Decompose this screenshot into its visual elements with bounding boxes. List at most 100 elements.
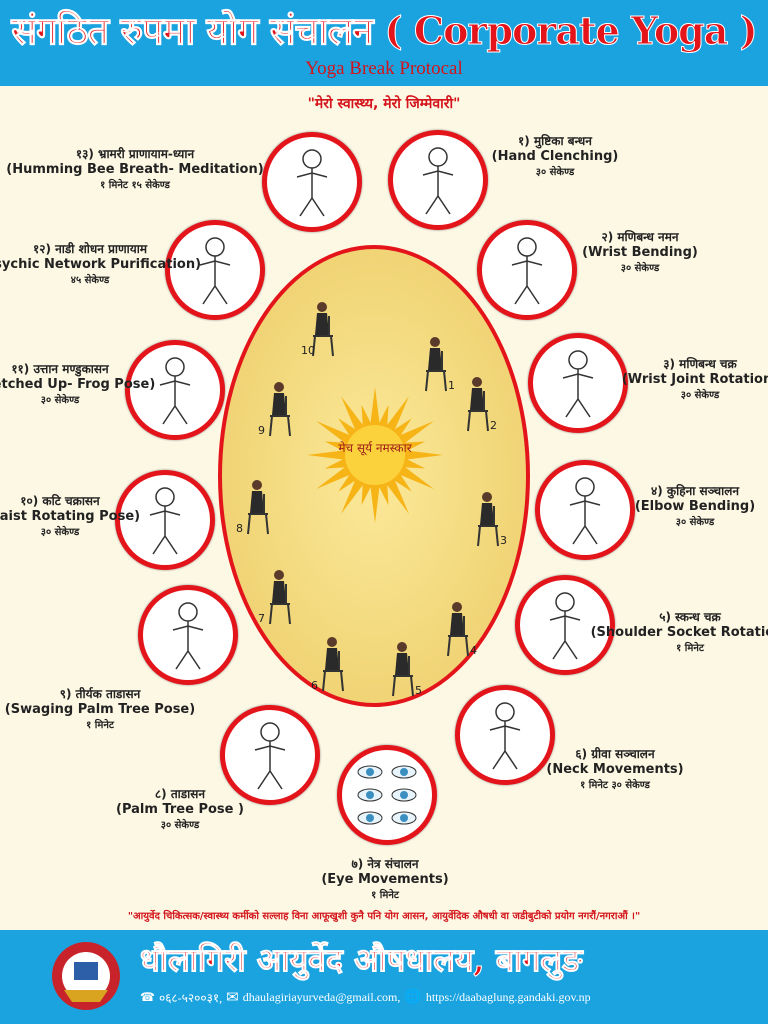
pose-name-english: (Swaging Palm Tree Pose) xyxy=(4,702,196,717)
neck-pose-icon xyxy=(455,685,555,785)
pose-name-english: (Humming Bee Breath- Meditation) xyxy=(6,162,264,177)
pose-label: ४) कुहिना सञ्चालन(Elbow Bending) ३० सेकेण… xyxy=(635,482,755,528)
chair-pose-figure xyxy=(460,375,494,433)
contact-info: ☎ ०६८-५२००३१, ✉ dhaulagiriayurveda@gmail… xyxy=(140,988,591,1007)
side-bend-pose-icon xyxy=(138,585,238,685)
pose-duration: १ मिनेट १५ सेकेण्ड xyxy=(100,180,170,191)
eye-pose-icon xyxy=(337,745,437,845)
disclaimer: "आयुर्वेद चिकित्सक/स्वास्थ्य कर्मीको सल्… xyxy=(127,911,641,922)
step-number: 10 xyxy=(301,344,315,357)
pose-name-english: (Stretched Up- Frog Pose) xyxy=(0,377,156,392)
header-banner: संगठित रुपमा योग संचालन ( Corporate Yoga… xyxy=(0,0,768,86)
step-number: 3 xyxy=(500,534,507,547)
pose-duration: ३० सेकेण्ड xyxy=(680,390,720,401)
chair-pose-figure xyxy=(240,478,274,536)
pose-name-english: (Wrist Bending) xyxy=(582,245,698,260)
pose-label: १०) कटि चक्रासन(Waist Rotating Pose) ३० स… xyxy=(0,492,140,538)
step-number: 6 xyxy=(311,679,318,692)
chair-pose-figure xyxy=(262,568,296,626)
step-number: 7 xyxy=(258,612,265,625)
pose-name-nepali: १३) भ्रामरी प्राणायाम-ध्यान xyxy=(75,147,195,161)
pose-label: ९) तीर्यक ताडासन(Swaging Palm Tree Pose)… xyxy=(5,685,195,731)
pose-name-nepali: ११) उत्तान मण्डुकासन xyxy=(11,362,109,376)
meditation-pose-icon xyxy=(262,132,362,232)
nepal-emblem-logo xyxy=(52,942,120,1010)
pose-duration: १ मिनेट xyxy=(676,643,704,654)
pose-name-english: (Waist Rotating Pose) xyxy=(0,509,141,524)
pose-label: ११) उत्तान मण्डुकासन(Stretched Up- Frog … xyxy=(0,360,155,406)
page-subtitle: Yoga Break Protocal xyxy=(305,58,463,79)
pose-name-nepali: ९) तीर्यक ताडासन xyxy=(59,687,141,701)
palm-tree-pose-icon xyxy=(220,705,320,805)
center-label: मेच सूर्य नमस्कार xyxy=(338,441,412,455)
pose-name-nepali: ४) कुहिना सञ्चालन xyxy=(650,484,740,498)
pose-name-nepali: १२) नाडी शोधन प्राणायाम xyxy=(32,242,148,256)
pose-name-nepali: ५) स्कन्ध चक्र xyxy=(659,610,721,624)
chair-pose-figure xyxy=(470,490,504,548)
pose-name-english: (Neck Movements) xyxy=(546,762,684,777)
pose-duration: ३० सेकेण्ड xyxy=(535,167,575,178)
page-title: संगठित रुपमा योग संचालन ( Corporate Yoga… xyxy=(11,8,758,54)
pose-name-nepali: ७) नेत्र संचालन xyxy=(351,857,419,871)
pose-duration: ४५ सेकेण्ड xyxy=(70,275,110,286)
fist-pose-icon xyxy=(388,130,488,230)
sun-icon xyxy=(307,387,443,523)
shoulder-pose-icon xyxy=(515,575,615,675)
pose-label: ६) ग्रीवा सञ्चालन(Neck Movements) १ मिनेट… xyxy=(546,745,683,791)
pose-name-nepali: १) मुष्टिका बन्धन xyxy=(518,134,592,148)
rotation-pose-icon xyxy=(528,333,628,433)
pose-name-english: (Hand Clenching) xyxy=(491,149,619,164)
step-number: 1 xyxy=(448,379,455,392)
pose-name-nepali: ३) मणिबन्ध चक्र xyxy=(663,357,737,371)
pose-name-nepali: १०) कटि चक्रासन xyxy=(20,494,100,508)
organization-name: धौलागिरी आयुर्वेद औषधालय, बागलुङ xyxy=(139,941,583,980)
pose-duration: ३० सेकेण्ड xyxy=(620,263,660,274)
step-number: 5 xyxy=(415,684,422,697)
slogan: "मेरो स्वास्थ्य, मेरो जिम्मेवारी" xyxy=(307,96,461,112)
step-number: 4 xyxy=(470,644,477,657)
pose-name-nepali: २) मणिबन्ध नमन xyxy=(601,230,679,244)
pose-duration: ३० सेकेण्ड xyxy=(675,517,715,528)
pose-label: १३) भ्रामरी प्राणायाम-ध्यान(Humming Bee … xyxy=(6,145,263,191)
pose-name-english: (Psychic Network Purification) xyxy=(0,257,202,272)
pose-name-nepali: ८) ताडासन xyxy=(154,787,206,801)
chair-pose-figure xyxy=(418,335,452,393)
email-link[interactable]: dhaulagiriayurveda@gmail.com, xyxy=(242,990,401,1004)
footer-banner xyxy=(0,930,768,1024)
pose-name-english: (Shoulder Socket Rotation) xyxy=(590,625,768,640)
pose-duration: १ मिनेट ३० सेकेण्ड xyxy=(580,780,650,791)
pose-label: ५) स्कन्ध चक्र(Shoulder Socket Rotation)… xyxy=(591,608,768,654)
pose-duration: १ मिनेट xyxy=(371,890,399,901)
chair-pose-figure xyxy=(315,635,349,693)
pose-label: ३) मणिबन्ध चक्र(Wrist Joint Rotation) ३० … xyxy=(622,355,768,401)
pose-duration: ३० सेकेण्ड xyxy=(40,395,80,406)
pose-label: १) मुष्टिका बन्धन(Hand Clenching) ३० सेके… xyxy=(492,132,619,178)
chair-pose-figure xyxy=(262,380,296,438)
pose-name-nepali: ६) ग्रीवा सञ्चालन xyxy=(575,747,655,761)
globe-icon: 🌐 xyxy=(404,990,422,1005)
chair-pose-figure xyxy=(440,600,474,658)
nadi-shodhan-pose-icon xyxy=(165,220,265,320)
pose-duration: ३० सेकेण्ड xyxy=(160,820,200,831)
step-number: 2 xyxy=(490,419,497,432)
elbow-pose-icon xyxy=(535,460,635,560)
pose-name-english: (Eye Movements) xyxy=(321,872,449,887)
pose-name-english: (Palm Tree Pose ) xyxy=(116,802,244,817)
pose-label: ७) नेत्र संचालन(Eye Movements) १ मिनेट xyxy=(321,855,448,901)
pose-label: १२) नाडी शोधन प्राणायाम(Psychic Network … xyxy=(0,240,201,286)
email-icon: ✉ xyxy=(226,990,239,1006)
pose-name-english: (Wrist Joint Rotation) xyxy=(621,372,768,387)
pose-duration: १ मिनेट xyxy=(86,720,114,731)
website-link[interactable]: https://daabaglung.gandaki.gov.np xyxy=(425,990,591,1004)
pose-label: ८) ताडासन(Palm Tree Pose ) ३० सेकेण्ड xyxy=(116,785,244,831)
step-number: 8 xyxy=(236,522,243,535)
pose-name-english: (Elbow Bending) xyxy=(634,499,756,514)
pose-duration: ३० सेकेण्ड xyxy=(40,527,80,538)
phone-icon: ☎ xyxy=(140,990,155,1004)
phone-number: ०६८-५२००३१, xyxy=(158,991,223,1005)
frog-pose-icon xyxy=(125,340,225,440)
step-number: 9 xyxy=(258,424,265,437)
chair-pose-figure xyxy=(305,300,339,358)
pose-label: २) मणिबन्ध नमन(Wrist Bending) ३० सेकेण्ड xyxy=(582,228,698,274)
wrist-pose-icon xyxy=(477,220,577,320)
